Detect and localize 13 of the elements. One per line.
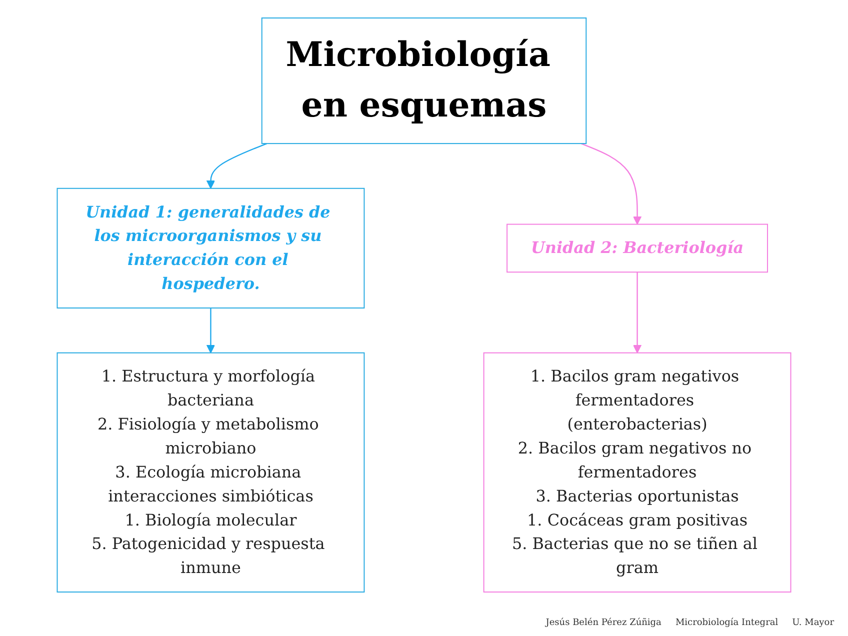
- node-box: [56, 188, 365, 308]
- footer-text: Jesús Belén Pérez Zúñiga: [546, 618, 662, 628]
- footer-text: U. Mayor: [792, 618, 834, 628]
- diagram: Microbiología en esquemas Unidad 1: generalidades de los microorganismos y su interacción con el hospedero. 1. Estructura y morfología bacteriana 2. Fisiología y metabolismo microbiano 3. Ecología microbiana interacciones simbióticas 1. Biología molecular 5. Patogenicidad y respuesta inmune Unidad 2: Bacteriología 1. Bacilos gram negativos fermentadores (enterobacterias) 2. Bacilos gram negativos no fermentadores 3. Bacterias oportunistas 1. Cocáceas gram positivas 5. Bacterias que no se tiñen al gram: [10, 10, 838, 600]
- node-box: [56, 352, 365, 593]
- node-box: [506, 224, 768, 273]
- footer-text: Microbiología Integral: [675, 618, 778, 628]
- node-box: [261, 17, 587, 144]
- arrow: [206, 308, 216, 354]
- arrow: [580, 143, 642, 225]
- node-box: [483, 352, 792, 593]
- arrow: [206, 143, 268, 189]
- arrow: [632, 272, 642, 354]
